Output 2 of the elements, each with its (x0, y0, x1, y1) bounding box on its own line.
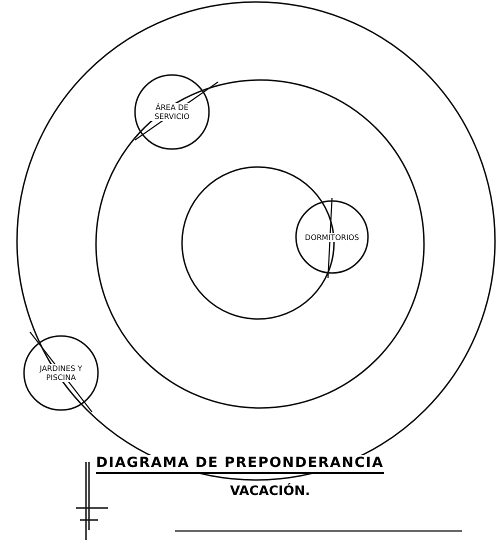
diagram-title: DIAGRAMA DE PREPONDERANCIA (96, 455, 384, 474)
diagram-caption: VACACIÓN. (230, 484, 310, 499)
